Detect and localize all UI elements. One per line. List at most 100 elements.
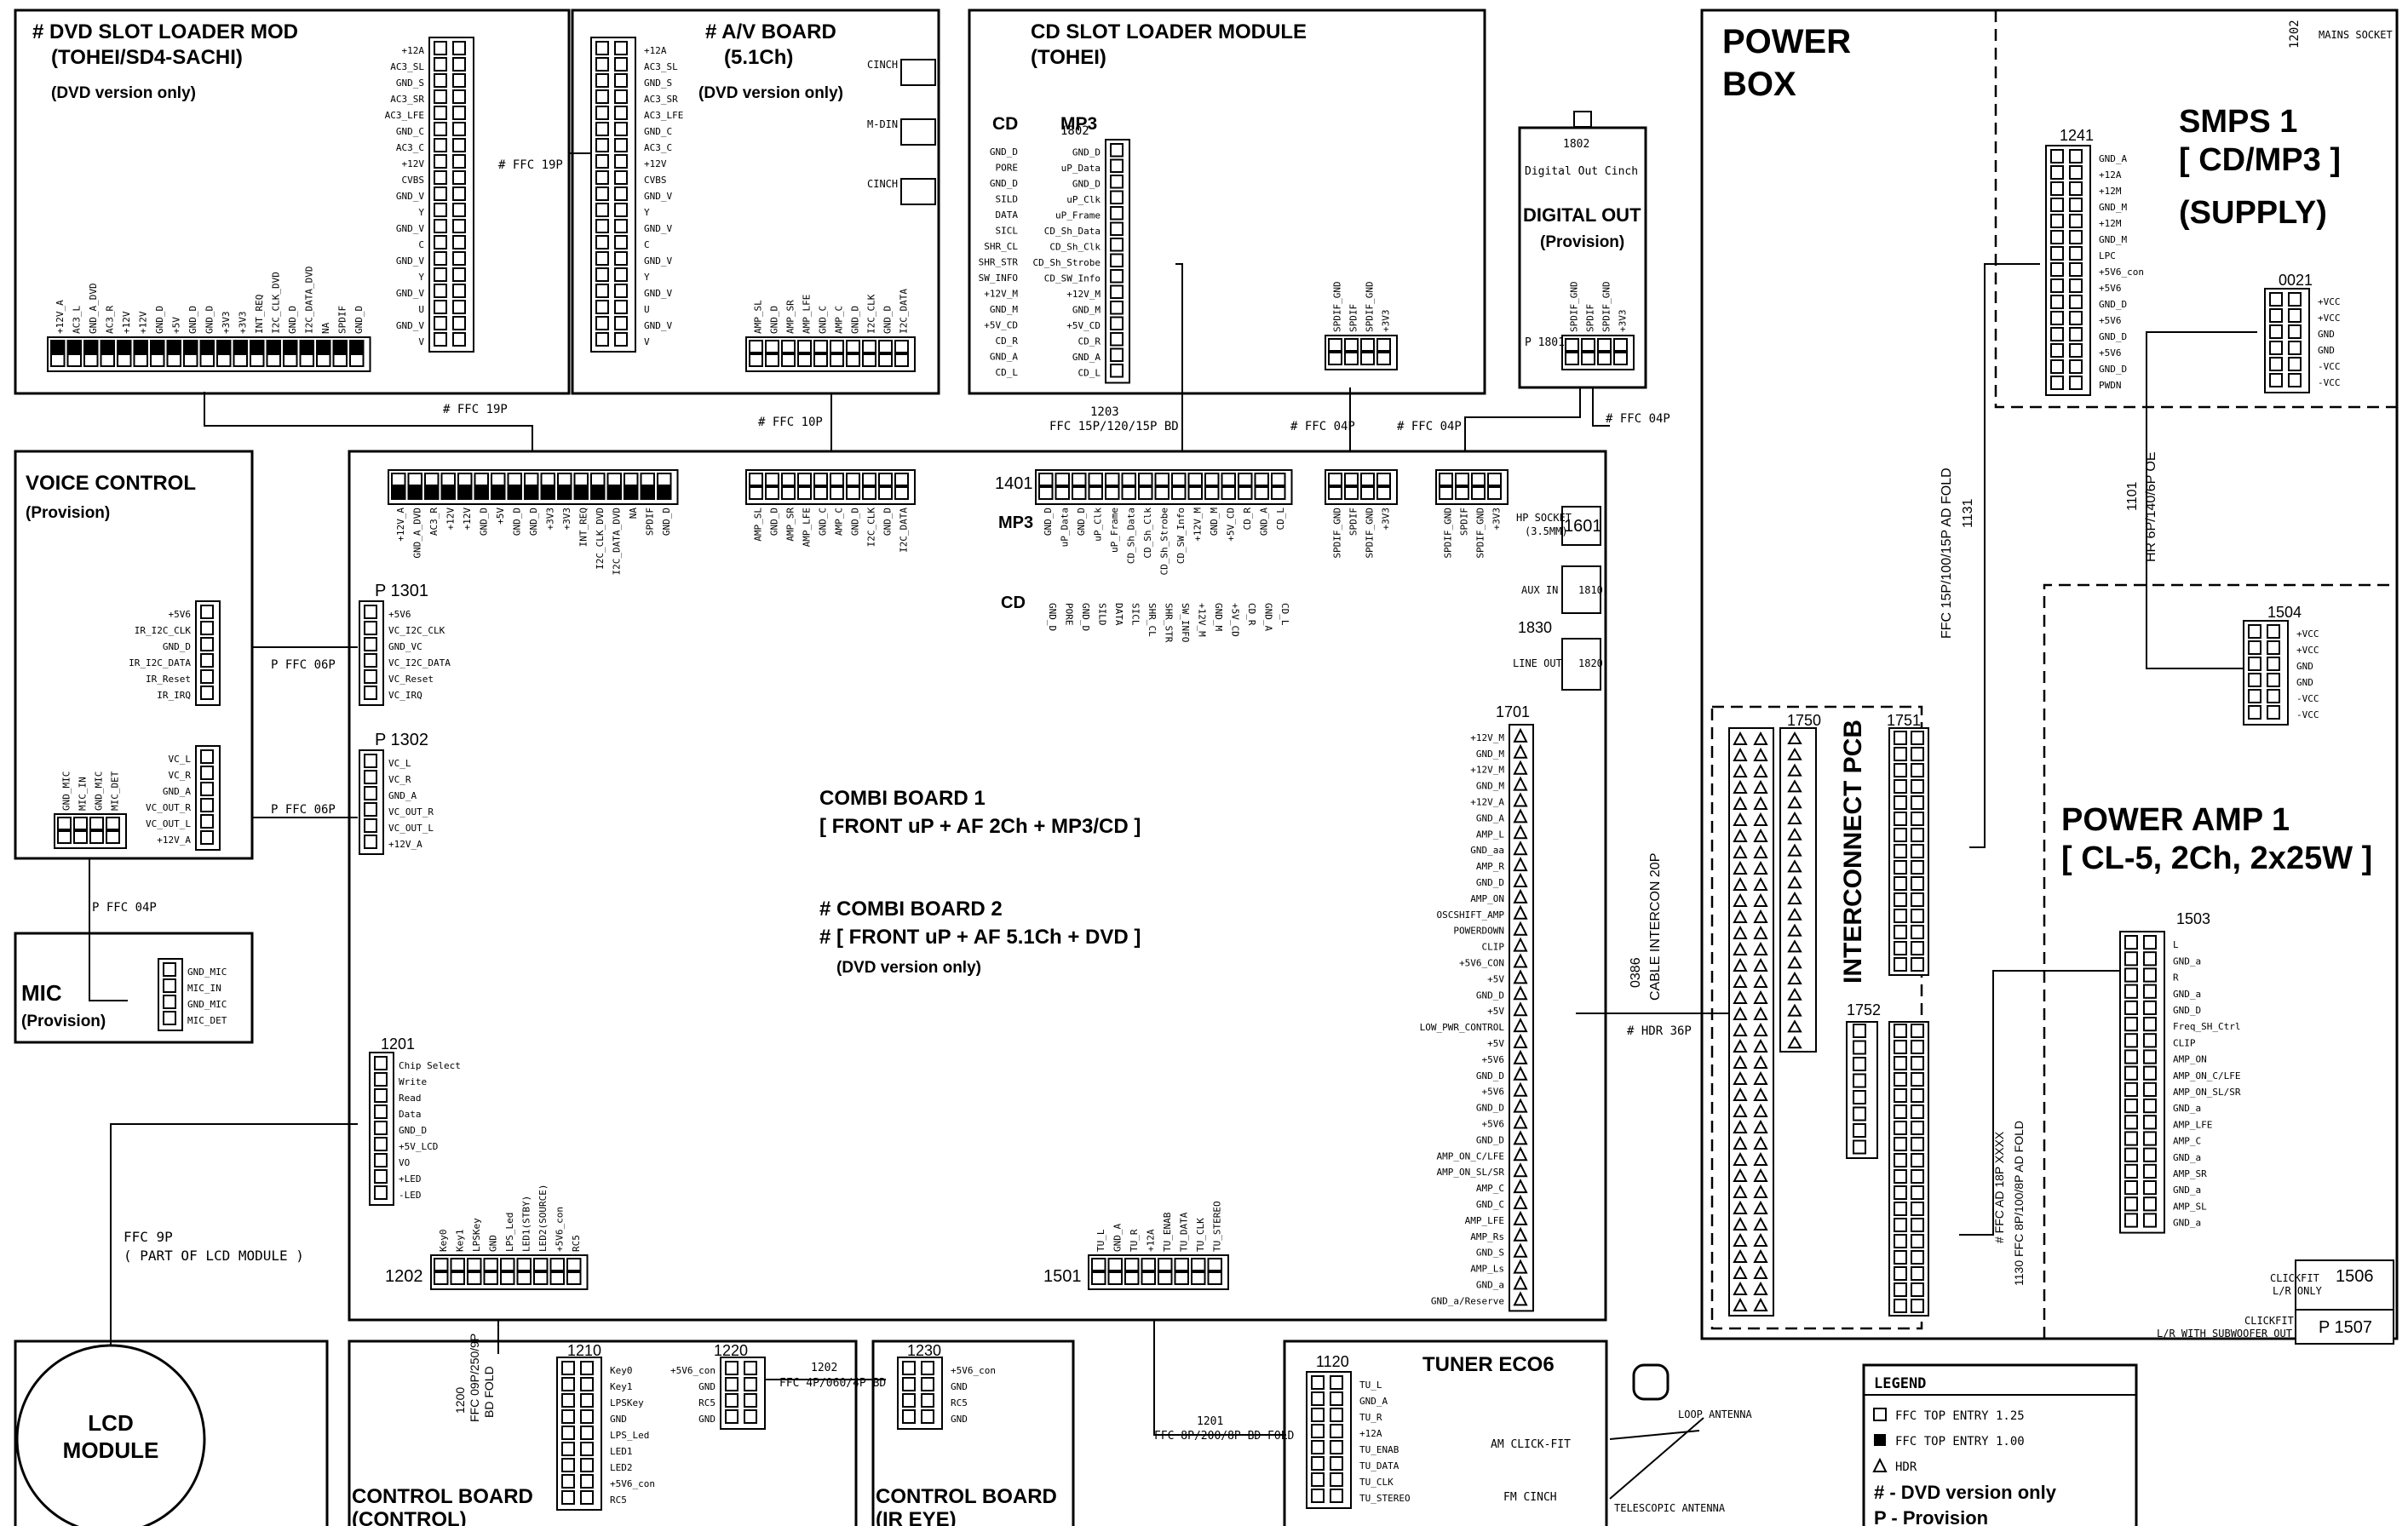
clickfit-1507-icon (2295, 1309, 2394, 1345)
p1302-label: P 1302 (375, 731, 428, 749)
pin-label: R (2173, 972, 2179, 984)
pin-label: AMP_ON_SL/SR (2173, 1087, 2241, 1098)
cable-pffc04: P FFC 04P (92, 901, 157, 915)
av-out-label: M-DIN (867, 118, 898, 130)
pin-label: GND_A (1359, 1396, 1388, 1407)
ffc15p-fold-cable (1969, 263, 2040, 848)
pin-label: VC_I2C_DATA (388, 657, 451, 668)
cable-intercon-1: 0386 (1629, 957, 1643, 988)
pin-label: GND_D (287, 306, 298, 334)
pin-label: U (418, 304, 424, 315)
cable-hr6-1: 1101 (2125, 481, 2140, 511)
pin-label: I2C_CLK_DVD (595, 508, 606, 570)
c1506-label: 1506 (2336, 1267, 2374, 1286)
pin-label: GND_VC (388, 641, 422, 652)
cd-col-label: CD (992, 114, 1018, 134)
pin-label: GND_V (644, 191, 672, 202)
pin-label: VC_L (388, 758, 411, 769)
pin-label: VC_IRQ (388, 690, 422, 701)
pin-label: INT_REQ (254, 295, 265, 334)
pin-label: VO (399, 1157, 410, 1168)
loop-antenna-icon (1632, 1363, 1670, 1401)
pin-label: +12A (2099, 169, 2122, 181)
pin-label: GND_D (850, 306, 861, 334)
ireye-title2: (IR EYE) (876, 1508, 957, 1526)
av-left-connector: +12AAC3_SLGND_SAC3_SRAC3_LFEGND_CAC3_C+1… (590, 37, 683, 353)
ctrl-title2: (CONTROL) (352, 1508, 467, 1526)
combi-cd-pin: GND_A (1263, 603, 1274, 631)
pin-label: +5V6_con (951, 1365, 996, 1376)
pin-label: V (418, 336, 424, 347)
pin-label: Key0 (438, 1230, 449, 1253)
pin-label: +12M (2099, 218, 2122, 229)
power-amp-title1: POWER AMP 1 (2061, 802, 2290, 838)
pin-label: RC5 (610, 1494, 627, 1506)
legend-p: P - Provision (1874, 1507, 1988, 1526)
pin-label: +3V3 (1618, 310, 1629, 333)
pin-label: CLIP (2173, 1037, 2196, 1048)
pin-label: +12V (462, 508, 473, 531)
pin-label: AMP_ON_C/LFE (2173, 1070, 2240, 1081)
c1830-label: 1830 (1518, 619, 1552, 636)
pin-label: AMP_ON (1470, 893, 1504, 904)
c1210-connector: Key0Key1LPSKeyGNDLPS_LedLED1LED2+5V6_con… (556, 1357, 655, 1511)
pin-label: TU_STEREO (1359, 1493, 1411, 1504)
telescopic-label: TELESCOPIC ANTENNA (1614, 1502, 1726, 1514)
hdr-icon (1872, 1457, 1888, 1472)
cable-1200-3: BD FOLD (482, 1366, 496, 1418)
c1752-label: 1752 (1847, 1001, 1881, 1018)
hp-label: HP SOCKET (1516, 512, 1572, 524)
pin-label: uP_Clk (1092, 508, 1103, 542)
pin-label: GND (2296, 661, 2313, 672)
pin-label: +3V3 (237, 312, 248, 335)
pin-label: Key1 (454, 1230, 465, 1253)
telescopic-antenna-icon (1609, 1417, 1704, 1500)
pin-label: GND (698, 1381, 716, 1392)
pin-label: +VCC (2318, 313, 2341, 324)
c1751-label: 1751 (1887, 712, 1921, 729)
pin-label: AC3_LFE (385, 110, 424, 121)
combi-cd-pin: +5V_CD (1230, 603, 1241, 637)
pin-label: VC_OUT_R (146, 802, 191, 813)
pin-label: GND_D (154, 306, 165, 334)
pin-label: Y (644, 272, 650, 283)
pin-label: GND_C (818, 508, 829, 536)
pin-label: CD_Sh_Clk (1049, 242, 1101, 253)
pin-label: LPS_Led (504, 1213, 515, 1252)
combi-t5: (DVD version only) (836, 959, 981, 977)
pin-label: AMP_C (834, 306, 845, 334)
pin-label: AC3_C (644, 142, 672, 153)
pin-label: +12V_A (395, 508, 406, 542)
pin-label: VC_Reset (388, 674, 434, 685)
cable-ffc9p-2: ( PART OF LCD MODULE ) (124, 1248, 304, 1264)
pin-label: +12A (644, 45, 667, 56)
pin-label: GND (951, 1381, 968, 1392)
pin-label: GND_a (2173, 955, 2201, 967)
av-board (571, 9, 940, 395)
pin-label: LED1 (610, 1446, 633, 1457)
digout-subtitle: (Provision) (1540, 233, 1624, 251)
pin-label: PWDN (2099, 380, 2122, 391)
pin-label: +12V (644, 158, 667, 169)
pin-label: AMP_SL (753, 300, 764, 334)
voice-a-connector: +5V6IR_I2C_CLKGND_DIR_I2C_DATAIR_ResetIR… (129, 600, 221, 706)
interconnect-area (1710, 705, 1923, 1330)
pin-label: GND_V (396, 320, 424, 331)
pin-label: +12V (137, 311, 148, 334)
pin-label: GND_D (769, 508, 780, 536)
cable-ffc10p: # FFC 10P (758, 416, 823, 429)
tuner-board (1283, 1340, 1608, 1526)
pin-label: AMP_SL (2173, 1201, 2207, 1212)
pin-label: I2C_CLK (866, 294, 877, 334)
pin-label: SPDIF_GND (1601, 281, 1612, 332)
pin-label: GND_M (1209, 508, 1220, 536)
combi-t3: # COMBI BOARD 2 (819, 898, 1003, 921)
lineout-label: LINE OUT (1513, 657, 1562, 669)
dvd-right-connector: +12AAC3_SLGND_SAC3_SRAC3_LFEGND_CAC3_C+1… (385, 37, 474, 353)
pin-label: +3V3 (1381, 310, 1392, 333)
pin-label: INT_REQ (578, 508, 589, 547)
